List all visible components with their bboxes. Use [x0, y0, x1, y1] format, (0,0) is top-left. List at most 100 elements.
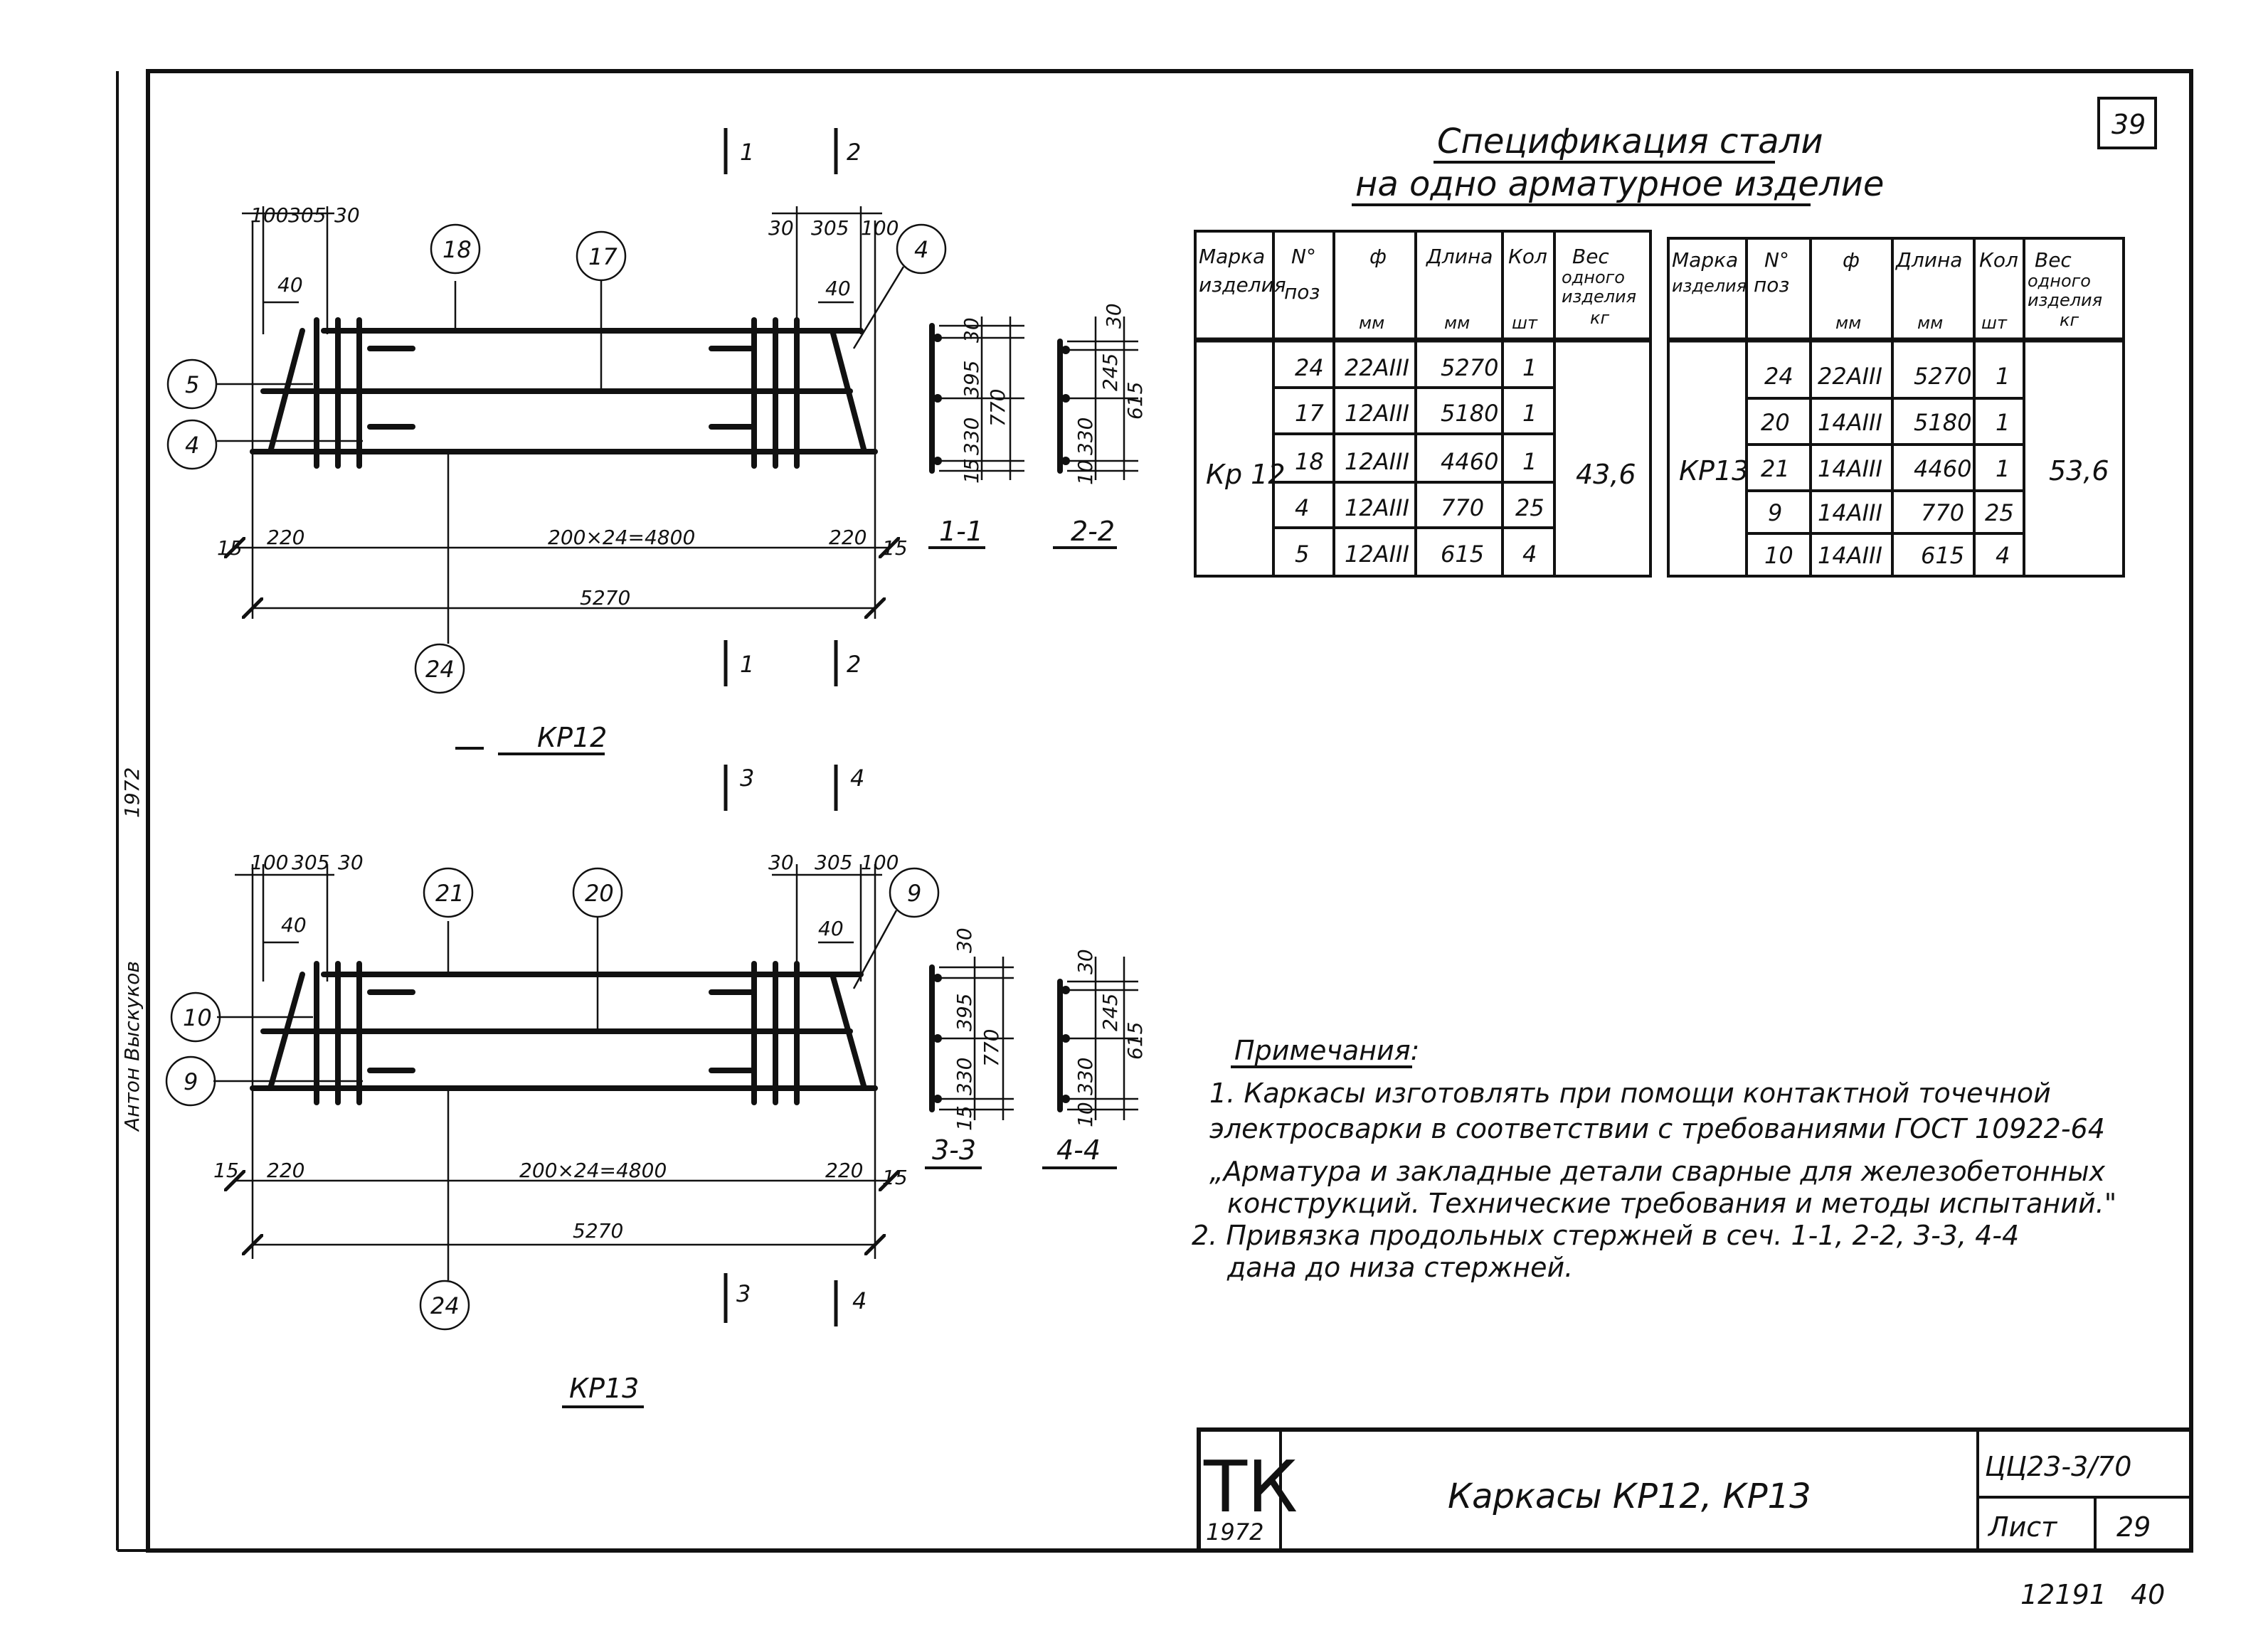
kr13-r1-dia: 22AIII [1818, 363, 1882, 390]
kr12-pos-5: 5 [185, 371, 199, 398]
frame-kr13-drawing: 100 305 30 30 305 100 40 40 21 [165, 765, 940, 1408]
kr12-pos-24: 24 [425, 656, 455, 683]
kr12-top-dim-3: 30 [334, 203, 360, 227]
kr13-r1-qty: 1 [1996, 363, 2010, 390]
section-4-4: 30 245 330 10 615 4-4 [1042, 949, 1147, 1169]
kr12-r2-pos: 17 [1295, 400, 1324, 427]
note-line-5: 2. Привязка продольных стержней в сеч. 1… [1192, 1220, 2019, 1251]
kr13-header-dia-1: ф [1843, 248, 1860, 272]
kr12-header-dia-1: ф [1369, 245, 1387, 268]
title-block: ТК 1972 Каркасы КР12, КР13 ЦЦ23-3/70 Лис… [1197, 1427, 2193, 1553]
kr12-total-length: 5270 [580, 586, 630, 610]
margin-notes: 1972 Антон Выскуков [120, 767, 144, 1132]
kr12-r5-len: 615 [1441, 541, 1484, 568]
kr13-dim-4800: 200×24=4800 [519, 1159, 667, 1182]
kr13-header-qty-1: Кол [1979, 248, 2018, 272]
kr12-header-mark-1: Марка [1199, 245, 1265, 268]
kr12-header-w-3: изделия [1562, 287, 1636, 307]
kr12-section-2-bottom: 2 [847, 651, 861, 678]
kr12-header-w-4: кг [1590, 308, 1609, 328]
kr13-r3-len: 4460 [1914, 455, 1971, 482]
kr12-section-1-top: 1 [740, 139, 754, 166]
kr12-r3-dia: 12AIII [1345, 448, 1409, 475]
kr13-r2-qty: 1 [1996, 409, 2010, 436]
kr13-title: КР13 [569, 1373, 639, 1404]
stamp-sheet-number: 29 [2116, 1511, 2151, 1543]
kr12-r5-qty: 4 [1522, 541, 1537, 568]
kr13-cross-bars-right [751, 961, 800, 1105]
kr13-r4-dia: 14AIII [1818, 499, 1882, 526]
kr12-pos-18: 18 [443, 236, 472, 263]
kr13-header-w-4: кг [2060, 310, 2079, 330]
sec22-dim-245: 245 [1098, 353, 1122, 391]
sec44-dim-10: 10 [1074, 1102, 1097, 1127]
kr13-section-3-bottom: 3 [736, 1280, 751, 1307]
kr13-weight: 53,6 [2049, 455, 2109, 486]
kr13-dim-15-left: 15 [213, 1159, 239, 1182]
kr12-dim-220-left: 220 [267, 526, 304, 549]
spec-table-kr12: Марка изделия N° поз ф мм Длина мм Кол ш… [1194, 230, 1652, 578]
kr12-r2-dia: 12AIII [1345, 400, 1409, 427]
kr12-header-mark-2: изделия [1199, 273, 1286, 297]
stamp-series: ЦЦ23-3/70 [1985, 1451, 2131, 1482]
kr13-top-dim-5: 305 [815, 851, 852, 874]
sec44-dim-330: 330 [1074, 1058, 1097, 1095]
sec22-dim-615: 615 [1123, 382, 1147, 420]
kr13-dim-220-right: 220 [825, 1159, 863, 1182]
sec44-dim-615: 615 [1123, 1022, 1147, 1060]
kr13-r4-len: 770 [1921, 499, 1964, 526]
margin-year: 1972 [120, 767, 144, 818]
kr12-r4-len: 770 [1441, 494, 1484, 521]
kr13-header-qty-2: шт [1981, 313, 2008, 333]
sec33-dim-395: 395 [953, 994, 976, 1031]
sec33-dim-330: 330 [953, 1058, 976, 1095]
section-2-2: 30 245 330 10 615 2-2 [1053, 303, 1147, 549]
kr13-dim-15-right: 15 [882, 1166, 908, 1189]
kr13-r3-qty: 1 [1996, 455, 2010, 482]
kr12-r1-dia: 22AIII [1345, 354, 1409, 381]
margin-signature: Антон Выскуков [120, 961, 144, 1132]
kr13-r3-pos: 21 [1761, 455, 1790, 482]
kr12-r1-pos: 24 [1295, 354, 1324, 381]
kr12-top-dim-4: 30 [768, 216, 794, 240]
kr13-header-w-1: Вес [2035, 248, 2072, 272]
kr12-offset-left: 40 [277, 273, 303, 297]
kr13-r5-qty: 4 [1996, 542, 2010, 569]
kr12-dim-15-left: 15 [217, 536, 243, 560]
kr12-title: КР12 [537, 722, 607, 753]
section-1-1: 30 395 330 15 770 1-1 [928, 317, 1024, 549]
kr13-section-4-bottom: 4 [852, 1287, 867, 1314]
kr13-pos-20: 20 [585, 880, 614, 907]
kr12-r2-len: 5180 [1441, 400, 1498, 427]
note-line-1: 1. Каркасы изготовлять при помощи контак… [1209, 1078, 2051, 1109]
kr12-pos-4-left: 4 [185, 432, 199, 459]
sec44-dim-30: 30 [1074, 949, 1097, 974]
kr13-r5-pos: 10 [1764, 542, 1793, 569]
kr12-dim-4800: 200×24=4800 [548, 526, 695, 549]
kr13-r4-qty: 25 [1985, 499, 2014, 526]
kr13-header-w-3: изделия [2028, 290, 2102, 310]
kr12-header-w-1: Вес [1572, 245, 1609, 268]
kr13-top-dim-2: 305 [292, 851, 329, 874]
frame-kr12-drawing: 100 305 30 30 305 100 40 40 18 [166, 128, 947, 755]
note-line-3: „Арматура и закладные детали сварные для… [1209, 1156, 2106, 1187]
kr12-r5-dia: 12AIII [1345, 541, 1409, 568]
kr12-top-dim-5: 305 [811, 216, 849, 240]
kr12-offset-right: 40 [825, 277, 851, 300]
kr13-pos-9-top: 9 [907, 880, 921, 907]
kr12-header-pos-2: поз [1284, 280, 1320, 304]
kr12-r3-pos: 18 [1295, 448, 1324, 475]
sec22-dim-330: 330 [1074, 418, 1097, 455]
sec22-dim-10: 10 [1074, 459, 1097, 485]
kr13-r2-len: 5180 [1914, 409, 1971, 436]
kr12-pos-17: 17 [588, 243, 618, 270]
kr12-r1-len: 5270 [1441, 354, 1498, 381]
kr13-top-dim-6: 100 [861, 851, 899, 874]
sec11-label: 1-1 [939, 516, 983, 547]
kr13-r2-pos: 20 [1761, 409, 1790, 436]
sec44-dim-245: 245 [1098, 994, 1122, 1031]
spec-title-line-2: на одно арматурное изделие [1355, 164, 1884, 204]
kr12-r5-pos: 5 [1295, 541, 1309, 568]
kr13-mark: КР13 [1679, 455, 1749, 486]
sec22-label: 2-2 [1071, 516, 1115, 547]
